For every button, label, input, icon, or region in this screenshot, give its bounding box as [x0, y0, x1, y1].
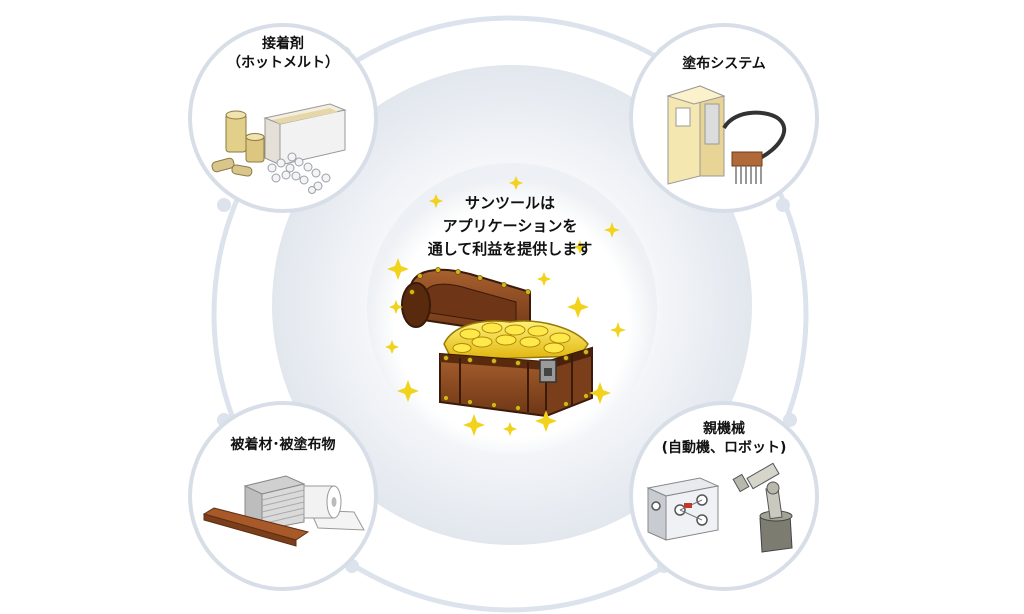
label-material: 被着材･被塗布物	[213, 436, 353, 455]
label-machine-line1: 親機械	[703, 421, 745, 437]
wood-board-icon	[202, 507, 310, 547]
label-material-line1: 被着材･被塗布物	[230, 437, 336, 453]
node-coating	[629, 23, 819, 213]
node-machine	[629, 401, 819, 591]
node-material	[188, 401, 378, 591]
label-machine: 親機械 (自動機、ロボット)	[659, 420, 789, 458]
label-adhesive: 接着剤 （ホットメルト）	[223, 35, 343, 73]
robot-arm-icon	[732, 462, 793, 553]
hotmelt-pellets-icon	[267, 152, 331, 194]
label-adhesive-line1: 接着剤	[262, 36, 304, 52]
label-machine-line2: (自動機、ロボット)	[661, 440, 787, 456]
center-message: サンツールは アプリケーションを 通して利益を提供します	[390, 192, 630, 261]
outer-ring	[211, 15, 809, 613]
hotmelt-box-icon	[263, 103, 347, 166]
hotmelt-cylinders-icon	[211, 110, 265, 177]
center-message-line1: サンツールは	[464, 194, 555, 212]
label-coating-line1: 塗布システム	[682, 56, 766, 72]
node-adhesive	[188, 23, 378, 213]
center-message-line2: アプリケーションを	[442, 217, 578, 235]
hose-icon	[722, 110, 787, 160]
sparkle-icons	[385, 176, 626, 436]
label-adhesive-line2: （ホットメルト）	[227, 55, 339, 71]
label-coating: 塗布システム	[664, 55, 784, 74]
melter-unit-icon	[666, 85, 726, 185]
paper-roll-icon	[303, 485, 365, 531]
substrate-stack-icon	[243, 475, 306, 531]
applicator-head-icon	[731, 151, 763, 184]
center-message-line3: 通して利益を提供します	[427, 240, 593, 258]
automation-machine-icon	[646, 477, 720, 541]
